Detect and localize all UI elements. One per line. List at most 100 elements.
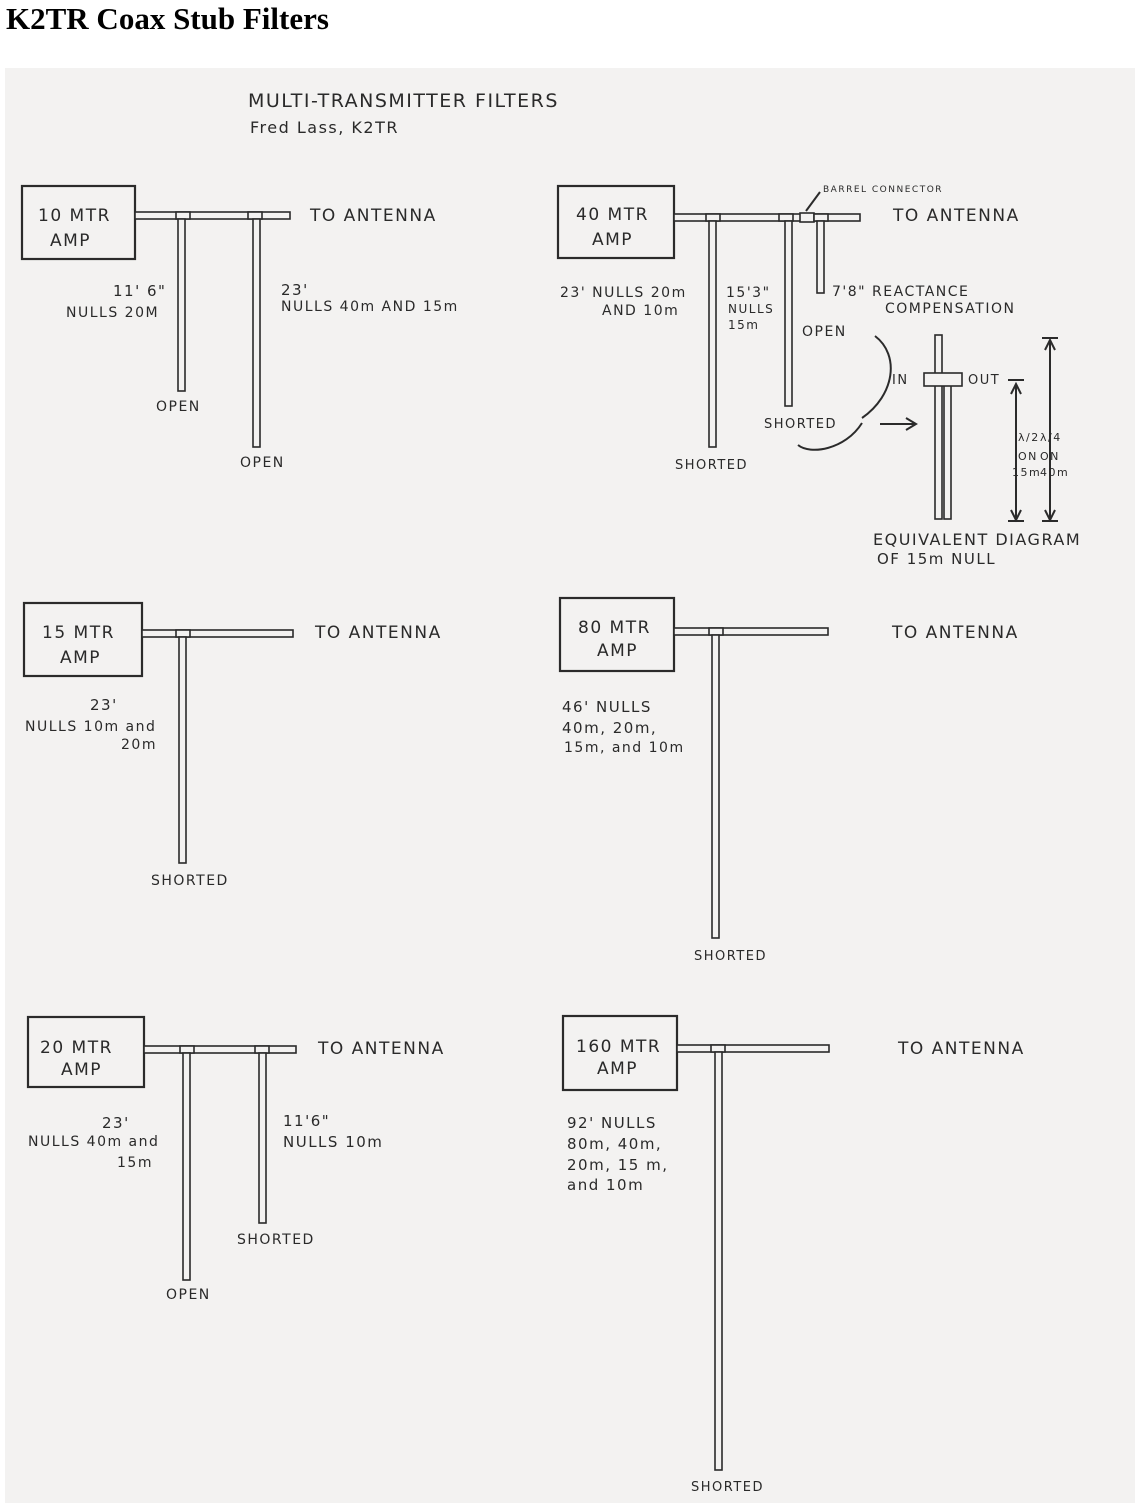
stub-end-label: OPEN	[166, 1287, 211, 1303]
amp-box	[561, 1014, 679, 1092]
stub-desc-label: NULLS 10m	[283, 1133, 383, 1151]
stub-end-label: OPEN	[156, 399, 201, 415]
tee-connector	[175, 629, 191, 638]
stub-desc-label: 40m, 20m,	[562, 719, 657, 737]
page-title: K2TR Coax Stub Filters	[6, 1, 329, 36]
stub-end-label: SHORTED	[764, 417, 837, 432]
stub-end-label: OPEN	[802, 324, 847, 340]
equivalent-caption: OF 15m NULL	[877, 550, 996, 568]
coax-feedline	[143, 1045, 297, 1054]
stub-desc-label: NULLS 40m and	[28, 1134, 159, 1150]
amp-label-line1: 80 MTR	[578, 618, 651, 638]
stub-desc-label: 80m, 40m,	[567, 1135, 662, 1153]
stub-length-label: 11' 6"	[113, 282, 166, 300]
stub-length-label: 23'	[90, 696, 118, 714]
amp-label-line2: AMP	[597, 641, 638, 661]
coax-stub	[178, 636, 187, 864]
antenna-label: TO ANTENNA	[892, 206, 1020, 226]
diagram-heading: MULTI-TRANSMITTER FILTERS	[248, 90, 559, 112]
half-wave-label: λ/2	[1018, 431, 1040, 444]
antenna-label: TO ANTENNA	[317, 1039, 445, 1059]
amp-label-line2: AMP	[592, 230, 633, 250]
stub-end-label: SHORTED	[237, 1232, 315, 1248]
stub-end-label: SHORTED	[694, 949, 767, 964]
barrel-pointer	[805, 191, 821, 212]
stub-end-label: SHORTED	[151, 873, 229, 889]
stub-desc-label: and 10m	[567, 1176, 644, 1194]
coax-stub	[182, 1052, 191, 1281]
tee-connector	[175, 211, 191, 220]
diagram-author: Fred Lass, K2TR	[250, 118, 399, 137]
pointer-curve	[797, 422, 863, 451]
amp-box	[20, 184, 137, 261]
panel-160m: 160 MTR AMP TO ANTENNA 92' NULLS 80m, 40…	[561, 1014, 1025, 1495]
coax-feedline	[673, 213, 861, 222]
stub-desc-label: NULLS	[728, 302, 774, 316]
stub-end-label: SHORTED	[691, 1480, 764, 1495]
coax-feedline	[134, 211, 291, 220]
panel-10m: 10 MTR AMP TO ANTENNA 11' 6" NULLS 20M O…	[20, 184, 459, 471]
equivalent-tee-connector	[923, 372, 963, 387]
stub-length-label: 11'6"	[283, 1112, 330, 1130]
antenna-label: TO ANTENNA	[309, 206, 437, 226]
tee-connector	[710, 1044, 726, 1053]
amp-label-line1: 160 MTR	[576, 1037, 661, 1057]
barrel-connector-label: BARREL CONNECTOR	[823, 185, 943, 195]
arrow-head-icon	[905, 417, 918, 431]
amp-box	[556, 184, 676, 260]
tee-connector	[813, 213, 829, 222]
coax-stub	[708, 220, 717, 448]
coax-stub	[714, 1051, 723, 1471]
quarter-wave-label: ON	[1040, 450, 1060, 463]
coax-feedline	[676, 1044, 830, 1053]
stub-length-label: 23'	[102, 1114, 130, 1132]
stub-end-label: OPEN	[240, 455, 285, 471]
coax-stub	[258, 1052, 267, 1224]
equivalent-caption: EQUIVALENT DIAGRAM	[873, 530, 1081, 549]
amp-label-line2: AMP	[597, 1059, 638, 1079]
stub-length-label: 46' NULLS	[562, 698, 652, 716]
stub-desc-label: 20m, 15 m,	[567, 1156, 668, 1174]
coax-stub	[177, 218, 186, 392]
stub-desc-label: 15m, and 10m	[564, 740, 685, 756]
stub-length-label: 7'8" REACTANCE	[832, 284, 969, 300]
coax-feedline	[141, 629, 294, 638]
barrel-connector	[799, 212, 815, 223]
stub-end-label: SHORTED	[675, 458, 748, 473]
coax-feedline	[673, 627, 829, 636]
amp-label-line2: AMP	[50, 231, 91, 251]
stub-desc-label: NULLS 10m and	[25, 719, 156, 735]
amp-box	[22, 601, 144, 678]
equivalent-coax-line	[934, 334, 943, 520]
stub-desc-label: COMPENSATION	[885, 301, 1015, 317]
panel-15m: 15 MTR AMP TO ANTENNA 23' NULLS 10m and …	[22, 601, 442, 889]
amp-box	[26, 1015, 146, 1089]
tee-connector	[254, 1045, 270, 1054]
stub-desc-label: AND 10m	[602, 303, 679, 319]
equivalent-diagram: IN OUT λ/2 ON 15m λ/4 ON 40m EQUIVALENT …	[873, 334, 1081, 568]
dimension-arrow-icon	[1044, 337, 1056, 351]
equivalent-in-label: IN	[892, 373, 909, 388]
stub-desc-label: NULLS 40m AND 15m	[281, 299, 459, 315]
stub-desc-label: 15m	[117, 1155, 153, 1171]
amp-label-line1: 10 MTR	[38, 206, 111, 226]
tee-connector	[778, 213, 794, 222]
tee-connector	[708, 627, 724, 636]
equivalent-coax-line	[943, 374, 952, 520]
stub-length-label: 92' NULLS	[567, 1114, 657, 1132]
stub-length-label: 23'	[281, 281, 309, 299]
antenna-label: TO ANTENNA	[897, 1039, 1025, 1059]
coax-stub	[711, 634, 720, 939]
amp-label-line1: 40 MTR	[576, 205, 649, 225]
half-wave-label: 15m	[1012, 466, 1041, 479]
amp-label-line1: 20 MTR	[40, 1038, 113, 1058]
panel-80m: 80 MTR AMP TO ANTENNA 46' NULLS 40m, 20m…	[558, 596, 1017, 964]
dimension-arrow-icon	[1010, 381, 1022, 395]
scanned-diagram-sheet	[5, 68, 1135, 1503]
coax-stub	[252, 218, 261, 448]
stub-desc-label: 20m	[121, 737, 157, 753]
stub-desc-label: 15m	[728, 318, 759, 332]
panel-20m: 20 MTR AMP TO ANTENNA 23' NULLS 40m and …	[26, 1015, 445, 1303]
antenna-label: TO ANTENNA	[314, 623, 442, 643]
